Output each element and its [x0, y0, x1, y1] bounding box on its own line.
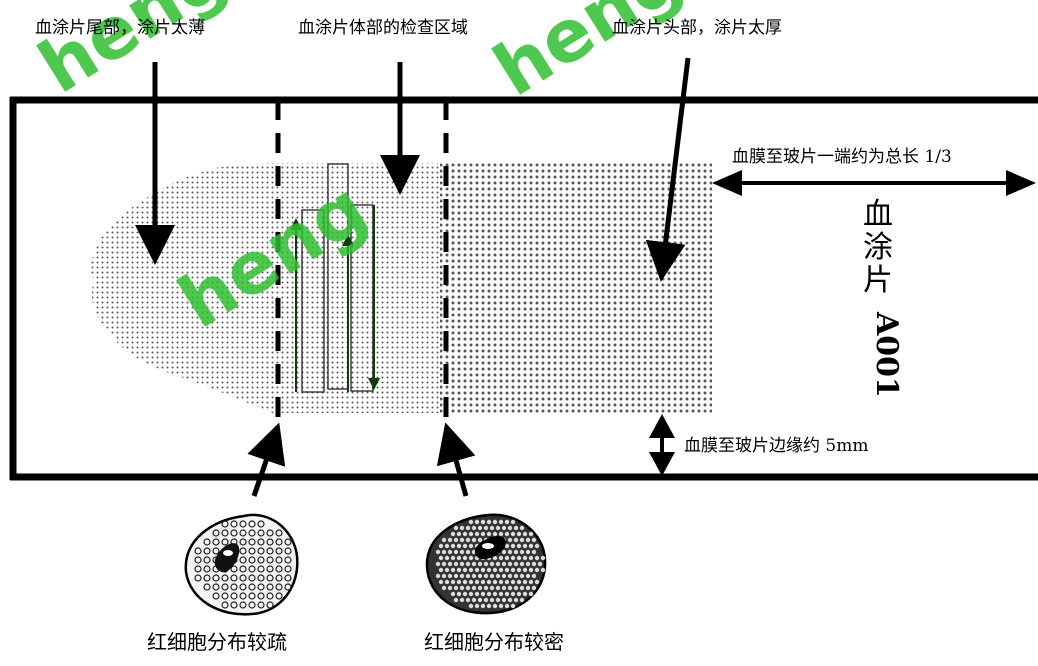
sparse-red-cell-icon	[184, 513, 299, 616]
slide-label-code: A001	[869, 312, 904, 398]
edge-note-label: 血膜至玻片边缘约 5mm	[684, 436, 869, 456]
edge-dimension-arrow	[649, 414, 675, 476]
glass-slide	[9, 96, 1038, 481]
length-dimension-arrow	[712, 170, 1036, 196]
length-note-label: 血膜至玻片一端约为总长 1/3	[732, 147, 952, 167]
dense-cells-label: 红细胞分布较密	[424, 630, 564, 654]
pointer-arrow-sparse-cells	[247, 422, 286, 497]
pointer-arrow-dense-cells	[436, 422, 476, 497]
tail-label: 血涂片尾部，涂片太薄	[35, 18, 205, 38]
dense-red-cell-icon	[425, 513, 547, 615]
blood-film	[90, 163, 712, 413]
slide-label-char: 涂	[863, 230, 893, 265]
film-thick-head	[440, 163, 712, 413]
svg-text:heng: heng	[24, 0, 241, 109]
svg-text:heng: heng	[479, 0, 696, 112]
examination-path	[290, 163, 380, 393]
body-label: 血涂片体部的检查区域	[298, 18, 468, 38]
sparse-cells-label: 红细胞分布较疏	[147, 630, 287, 654]
slide-label-chars: 血 涂 片	[858, 198, 898, 297]
head-label: 血涂片头部，涂片太厚	[612, 18, 782, 38]
pointer-arrow-head	[645, 57, 691, 282]
slide-label-char: 血	[863, 197, 893, 232]
slide-label-char: 片	[863, 263, 893, 298]
